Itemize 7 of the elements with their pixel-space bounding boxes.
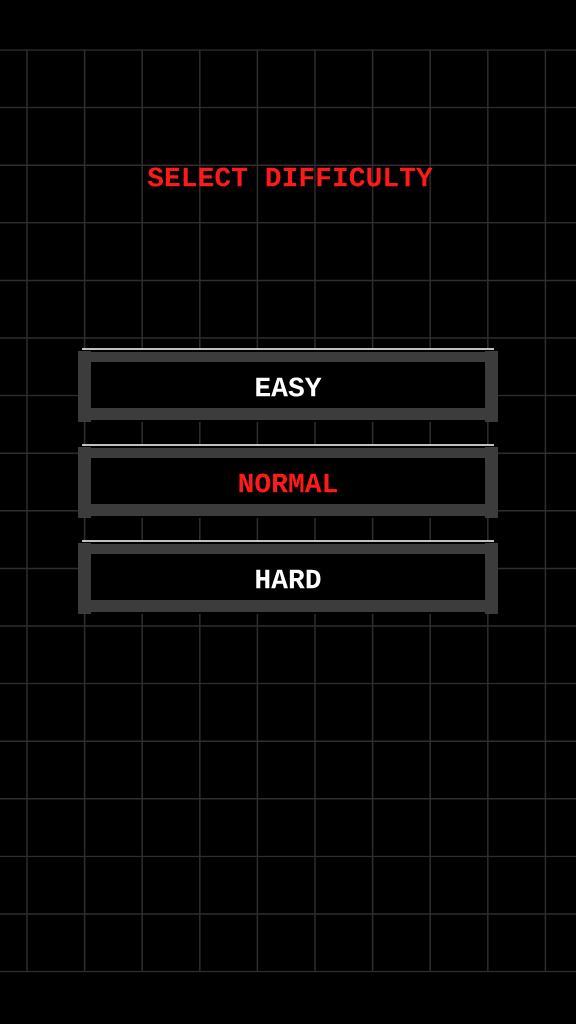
node-label: NORMAL [239,473,337,493]
menu-button: HARD [78,540,498,614]
node-label: EASY [256,377,322,397]
heading: SELECT DIFFICULTY [147,167,433,187]
menu-button: EASY [78,348,498,422]
node-label: HARD [256,569,321,589]
menu-button: NORMAL [78,444,498,518]
